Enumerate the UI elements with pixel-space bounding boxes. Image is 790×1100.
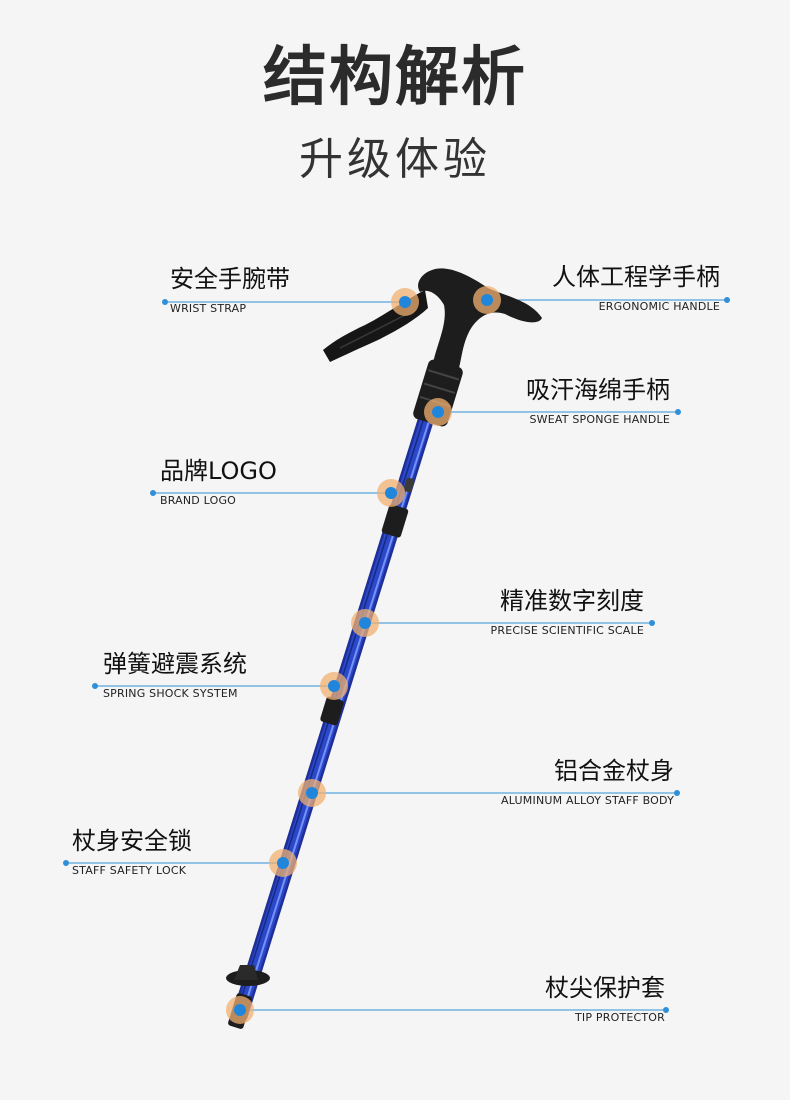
leader-lines	[66, 299, 727, 1011]
hotspot-tip-protector	[226, 996, 254, 1024]
callout-ergonomic-handle: 人体工程学手柄 ERGONOMIC HANDLE	[552, 262, 720, 313]
callout-subtitle: WRIST STRAP	[170, 302, 247, 315]
callout-tip-protector: 杖尖保护套 TIP PROTECTOR	[545, 973, 665, 1024]
callout-spring-shock: 弹簧避震系统 SPRING SHOCK SYSTEM	[103, 649, 247, 700]
hotspots	[226, 286, 501, 1024]
callout-sweat-sponge-handle: 吸汗海绵手柄 SWEAT SPONGE HANDLE	[526, 375, 670, 426]
callout-subtitle: STAFF SAFETY LOCK	[72, 864, 187, 877]
callout-brand-logo: 品牌LOGO BRAND LOGO	[160, 456, 277, 507]
callout-subtitle: ALUMINUM ALLOY STAFF BODY	[501, 794, 674, 807]
callout-subtitle: SPRING SHOCK SYSTEM	[103, 687, 238, 700]
hotspot-ergonomic-handle	[473, 286, 501, 314]
callout-title: 人体工程学手柄	[552, 263, 720, 291]
hotspot-safety-lock	[269, 849, 297, 877]
callout-title: 杖身安全锁	[72, 827, 192, 855]
page-title: 结构解析	[263, 41, 527, 115]
callout-title: 品牌LOGO	[160, 457, 277, 485]
callout-title: 精准数字刻度	[500, 587, 644, 615]
t-handle	[418, 268, 542, 372]
callout-safety-lock: 杖身安全锁 STAFF SAFETY LOCK	[72, 826, 192, 877]
callout-subtitle: BRAND LOGO	[160, 494, 237, 507]
callout-subtitle: TIP PROTECTOR	[575, 1011, 665, 1024]
callout-wrist-strap: 安全手腕带 WRIST STRAP	[170, 264, 290, 315]
leader-endpoints	[63, 297, 730, 1013]
hotspot-brand-logo	[377, 479, 405, 507]
callout-title: 铝合金杖身	[554, 757, 674, 785]
hotspot-wrist-strap	[391, 288, 419, 316]
hotspot-precise-scale	[351, 609, 379, 637]
callout-title: 杖尖保护套	[545, 974, 665, 1002]
callout-title: 安全手腕带	[170, 265, 290, 293]
callout-subtitle: SWEAT SPONGE HANDLE	[529, 413, 670, 426]
page-subtitle: 升级体验	[299, 134, 491, 185]
hotspot-sweat-sponge-handle	[424, 398, 452, 426]
callout-alloy-body: 铝合金杖身 ALUMINUM ALLOY STAFF BODY	[501, 756, 674, 807]
callout-precise-scale: 精准数字刻度 PRECISE SCIENTIFIC SCALE	[491, 586, 644, 637]
pole-locks	[320, 477, 415, 726]
hotspot-alloy-body	[298, 779, 326, 807]
hotspot-spring-shock	[320, 672, 348, 700]
callout-subtitle: ERGONOMIC HANDLE	[598, 300, 720, 313]
callout-subtitle: PRECISE SCIENTIFIC SCALE	[490, 624, 644, 637]
callout-title: 吸汗海绵手柄	[526, 376, 670, 404]
callout-title: 弹簧避震系统	[103, 650, 247, 678]
